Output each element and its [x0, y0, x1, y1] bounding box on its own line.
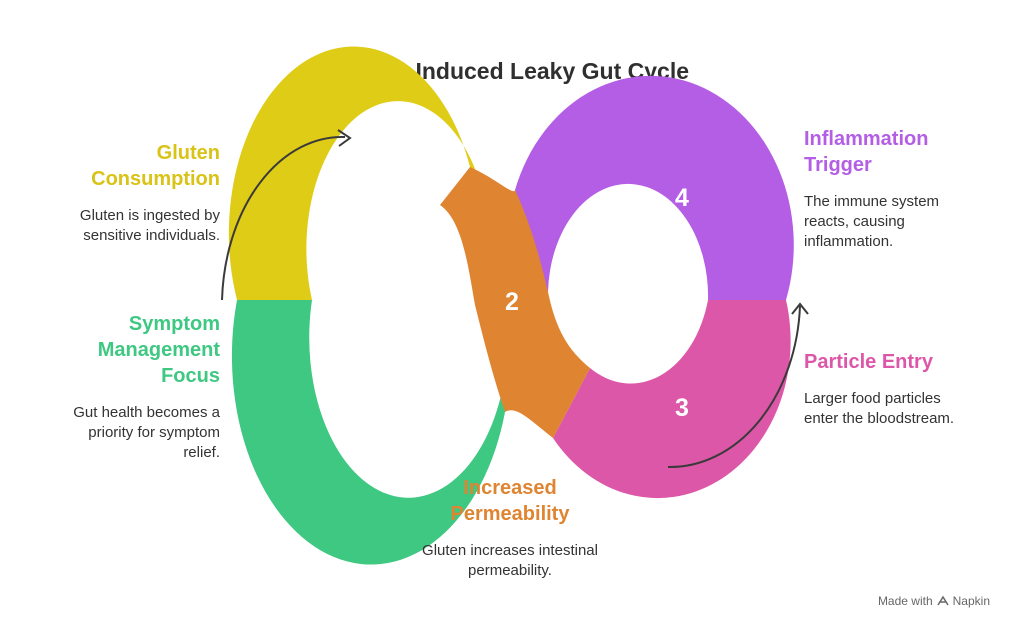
- step-1-heading: Gluten Consumption: [91, 142, 220, 190]
- step-3-label: Particle Entry Larger food particles ent…: [804, 349, 1004, 429]
- segment-number-5: 5: [334, 394, 348, 422]
- step-5-label: Symptom Management Focus Gut health beco…: [20, 311, 220, 463]
- cycle-arrow-left: [221, 135, 346, 301]
- napkin-logo-icon: [937, 595, 949, 606]
- made-with-text: Made with: [877, 594, 933, 608]
- step-1-description: Gluten is ingested by sensitive individu…: [79, 207, 220, 244]
- segment-number-1: 1: [334, 185, 348, 213]
- step-5-description: Gut health becomes a priority for sympto…: [73, 404, 220, 461]
- napkin-footer: Made with Napkin: [878, 594, 990, 608]
- segment-1: [228, 46, 484, 301]
- napkin-brand-text: Napkin: [952, 594, 990, 608]
- segment-number-2: 2: [505, 288, 519, 316]
- segment-number-3: 3: [675, 394, 689, 422]
- cycle-arrow-right: [667, 305, 801, 469]
- step-2-description: Gluten increases intestinal permeability…: [422, 542, 598, 579]
- step-4-description: The immune system reacts, causing inflam…: [804, 193, 940, 250]
- step-2-heading: Increased Permeability: [450, 477, 570, 525]
- step-4-heading: Inflammation Trigger: [804, 128, 929, 176]
- step-2-label: Increased Permeability Gluten increases …: [370, 475, 650, 581]
- step-3-description: Larger food particles enter the bloodstr…: [804, 390, 955, 427]
- step-5-heading: Symptom Management Focus: [97, 313, 220, 387]
- segment-4: [515, 75, 794, 300]
- step-1-label: Gluten Consumption Gluten is ingested by…: [20, 140, 220, 246]
- step-4-label: Inflammation Trigger The immune system r…: [804, 126, 1004, 252]
- segment-number-4: 4: [675, 184, 689, 212]
- cycle-arrow-left-head: [337, 129, 352, 147]
- segment-2: [440, 167, 590, 438]
- step-3-heading: Particle Entry: [804, 351, 933, 373]
- segment-3: [553, 300, 791, 499]
- segment-5: [231, 300, 505, 565]
- cycle-arrow-right-head: [791, 302, 809, 315]
